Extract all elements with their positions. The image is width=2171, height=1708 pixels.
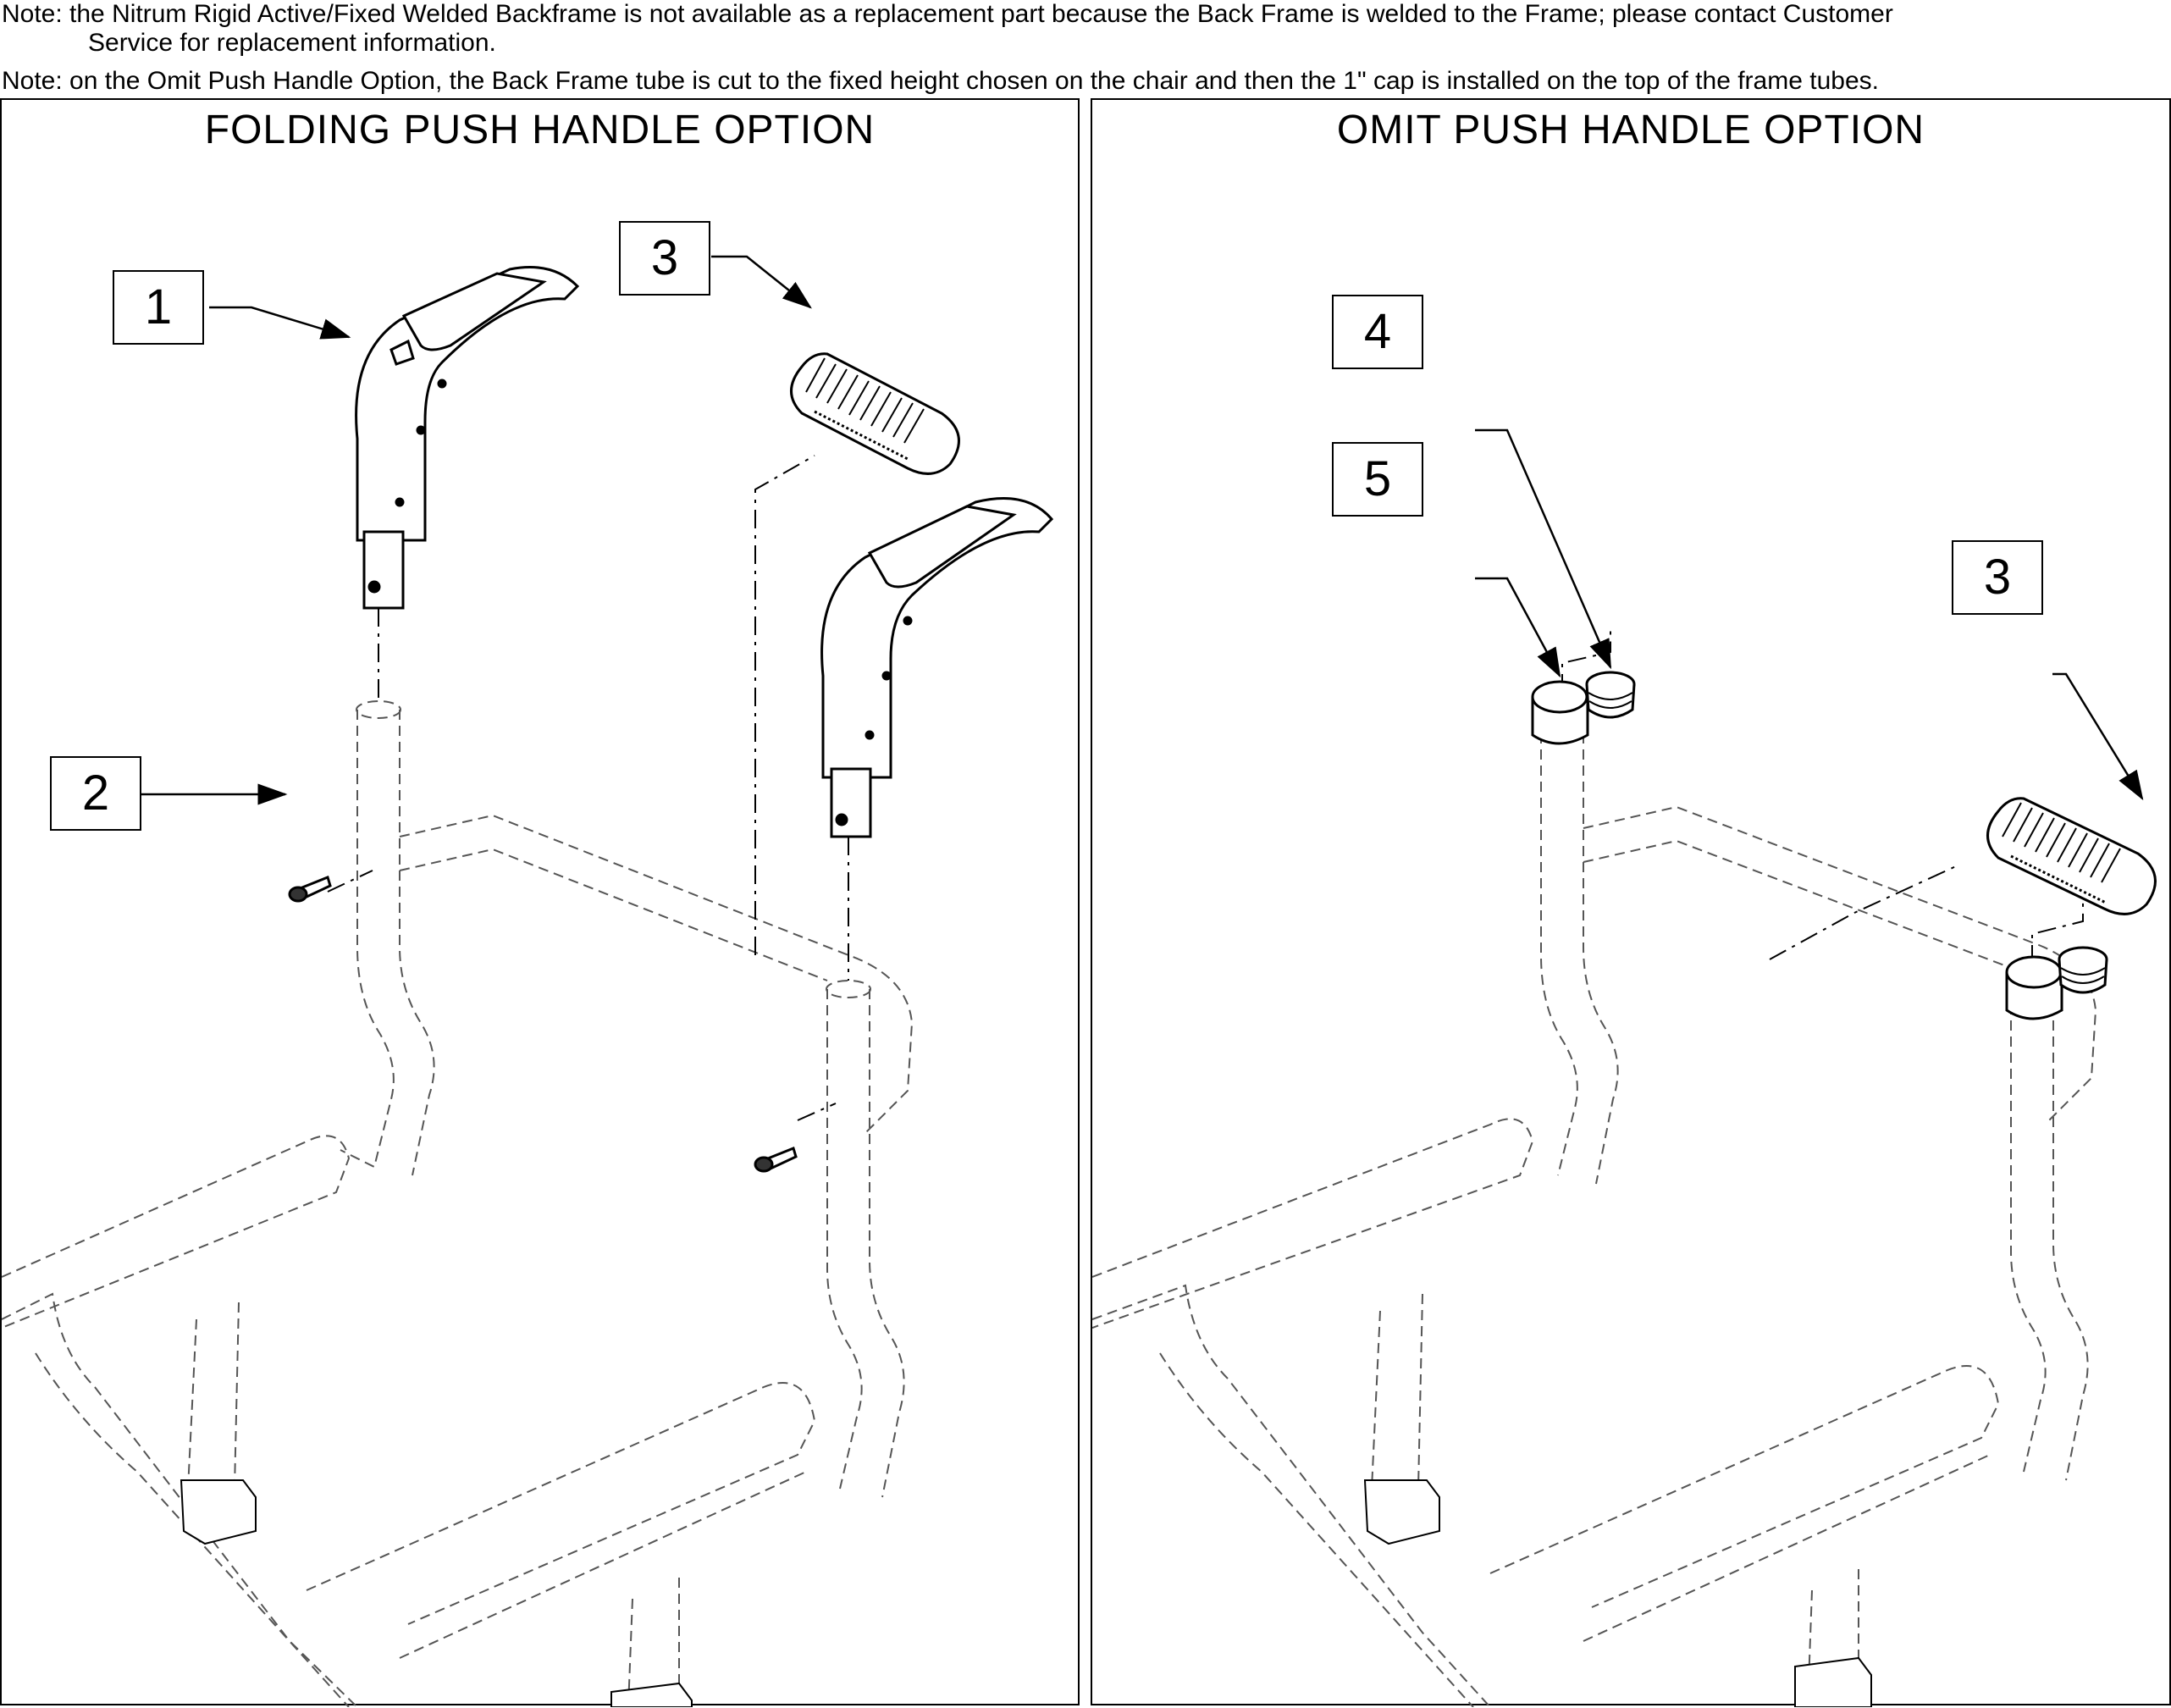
leader-lines <box>1475 428 2144 801</box>
callout-3-right: 3 <box>1952 540 2043 615</box>
screw-icon <box>754 1146 798 1173</box>
plug-cap-icon <box>2005 955 2063 1020</box>
note-welded-backframe-continued: Service for replacement information. <box>88 29 496 57</box>
folding-push-handle-panel: FOLDING PUSH HANDLE OPTION <box>0 98 1080 1707</box>
note-welded-backframe: Note: the Nitrum Rigid Active/Fixed Weld… <box>2 0 1893 28</box>
callout-3-left: 3 <box>619 221 710 296</box>
note-omit-push-handle: Note: on the Omit Push Handle Option, th… <box>2 67 1879 95</box>
assembly-lines <box>1561 625 2084 964</box>
screw-icon <box>288 875 332 903</box>
assembly-lines <box>327 455 849 1121</box>
caster-clamps <box>1363 1479 1872 1707</box>
omit-exploded-diagram <box>1092 428 2157 1707</box>
push-handle-icon <box>820 497 1054 838</box>
callout-2: 2 <box>50 756 141 831</box>
omit-push-handle-panel: OMIT PUSH HANDLE OPTION <box>1091 98 2171 1707</box>
ribbed-plug-icon <box>2058 946 2108 994</box>
back-frame-dashed <box>1092 692 2097 1707</box>
foam-grip-icon <box>790 352 960 475</box>
push-handle-icon <box>355 266 580 610</box>
folding-panel-title: FOLDING PUSH HANDLE OPTION <box>204 108 876 152</box>
callout-5: 5 <box>1332 442 1423 517</box>
callout-4: 4 <box>1332 295 1423 369</box>
plug-cap-icon <box>1531 680 1589 745</box>
ribbed-plug-icon <box>1585 671 1636 719</box>
foam-grip-icon <box>1986 797 2157 915</box>
back-frame-dashed <box>2 700 914 1707</box>
leader-lines <box>140 255 812 805</box>
folding-exploded-diagram <box>2 255 1054 1707</box>
caster-clamps <box>180 1479 693 1707</box>
callout-1: 1 <box>113 270 204 345</box>
omit-panel-title: OMIT PUSH HANDLE OPTION <box>1336 108 1925 152</box>
